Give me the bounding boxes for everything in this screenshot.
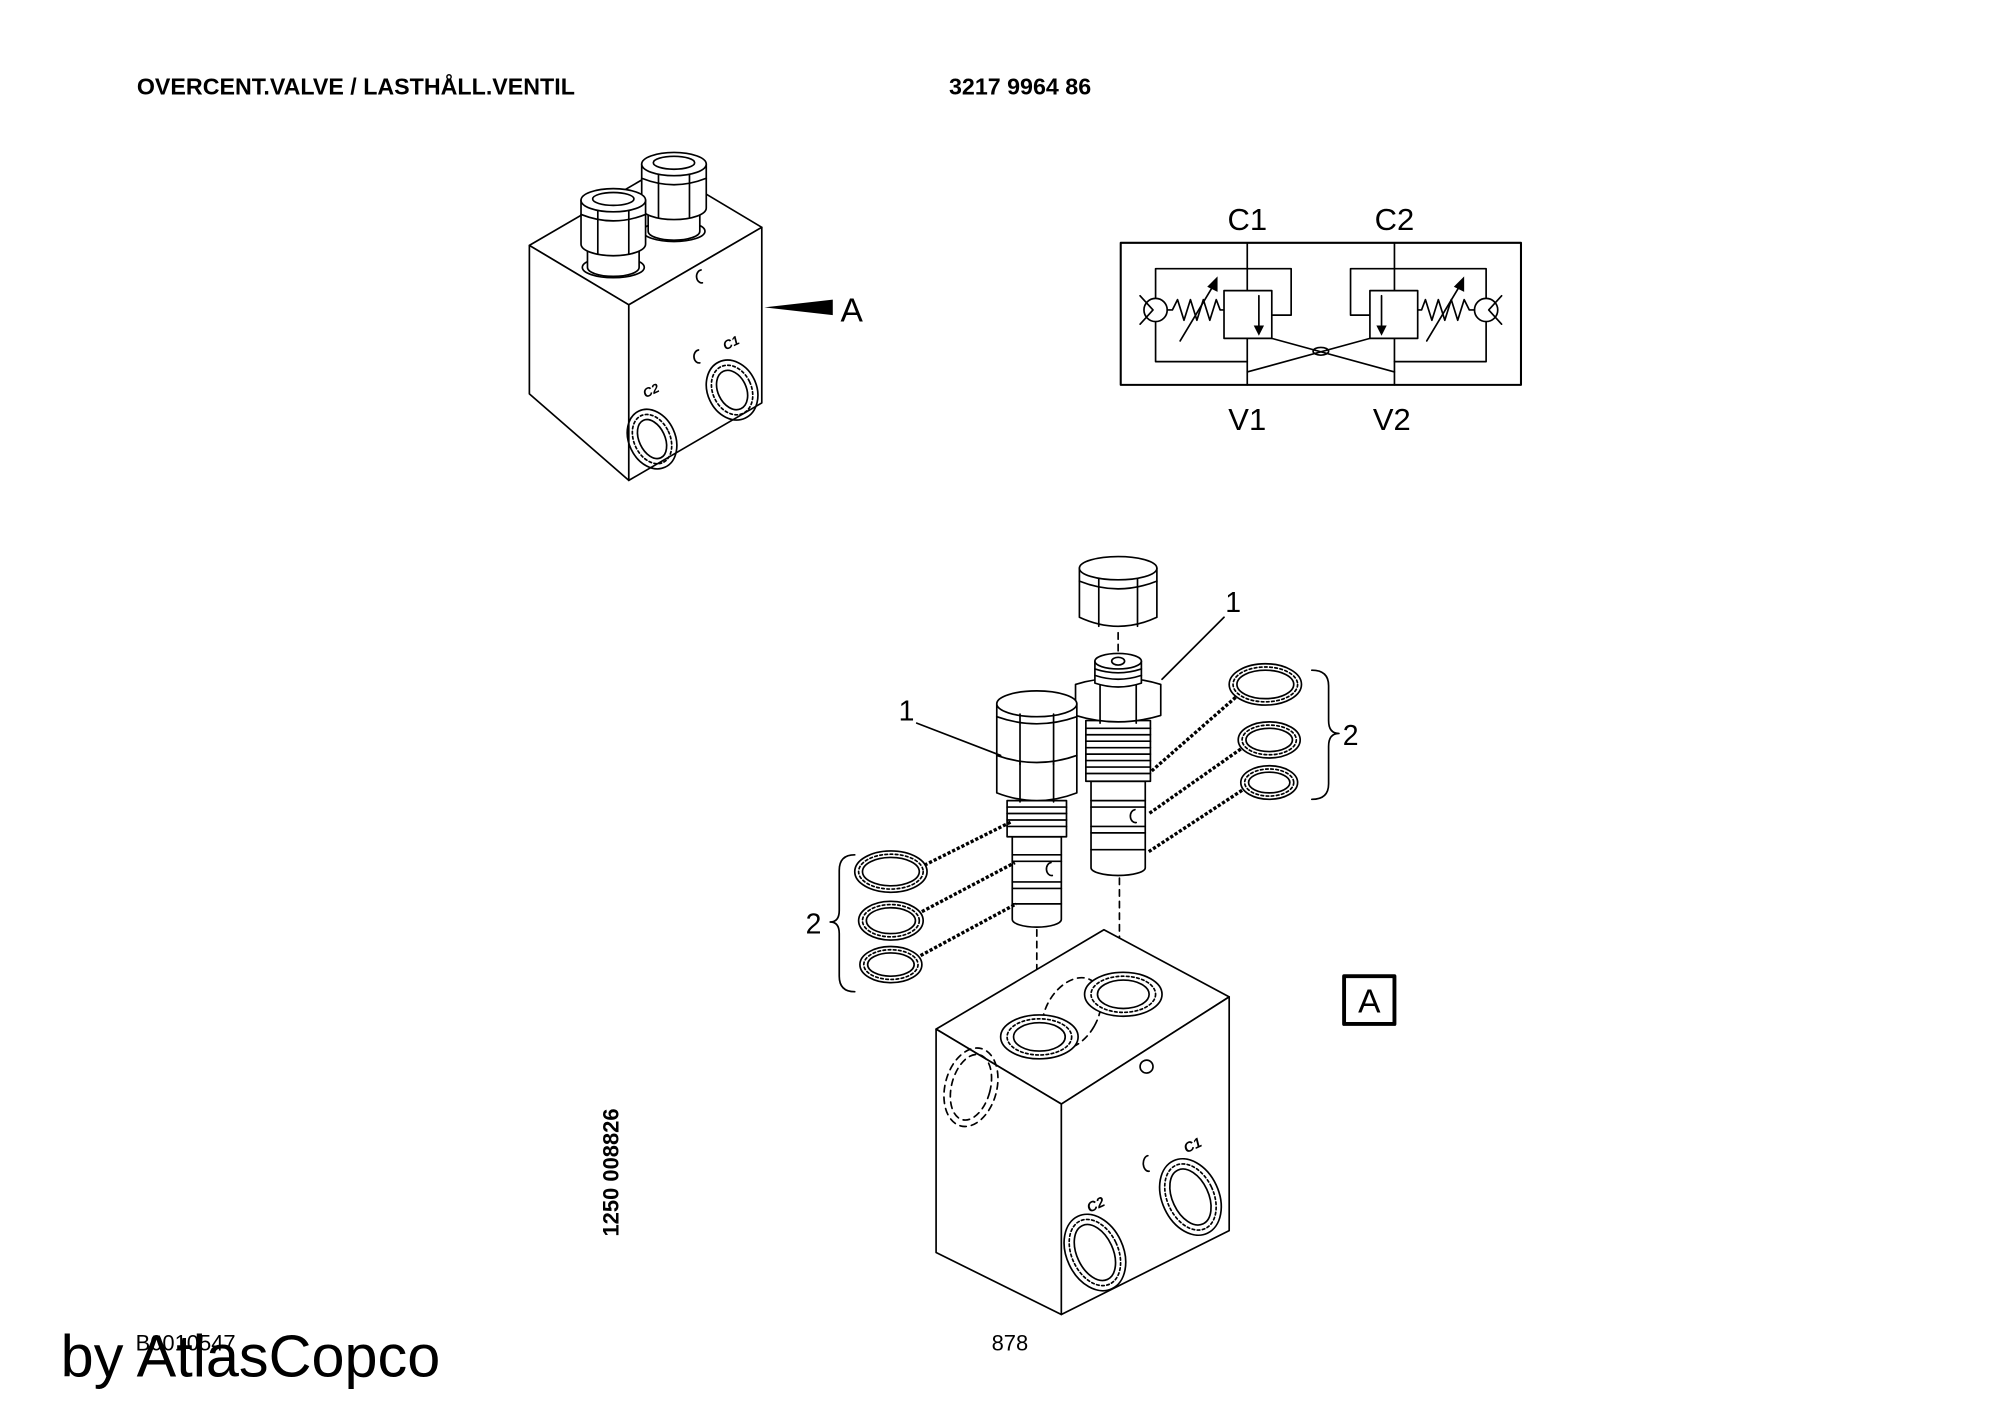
port-c1-bore <box>705 359 759 421</box>
hidden-bore <box>943 1047 999 1128</box>
cross-hole-mark <box>695 269 704 284</box>
cross-hole-mark <box>693 349 701 364</box>
pilot-line-right <box>1246 337 1371 373</box>
callout-cartridge-upper: 1 <box>1225 587 1241 619</box>
overview-valve-block: C1 C2 <box>528 151 763 482</box>
seal-leader <box>1150 696 1237 773</box>
view-arrow-label: A <box>841 293 864 330</box>
part-number: 3217 9964 86 <box>949 73 1091 99</box>
seal-leader <box>1146 788 1244 854</box>
page-title: OVERCENT.VALVE / LASTHÅLL.VENTIL <box>137 72 575 99</box>
manifold-block: C1 C2 <box>935 928 1231 1316</box>
left-circuit-loop <box>1154 267 1292 363</box>
image-reference: B0010547 <box>136 1331 236 1356</box>
cartridge-valve-lower <box>995 690 1078 928</box>
block-right-face <box>1060 996 1231 1316</box>
port-label-c2: C2 <box>640 380 662 401</box>
seal-leader <box>921 861 1016 914</box>
o-ring <box>853 850 928 894</box>
check-valve-right <box>1473 297 1499 323</box>
o-ring <box>1237 721 1302 759</box>
right-circuit-loop <box>1349 267 1487 363</box>
schematic-label-c2: C2 <box>1375 202 1415 237</box>
seal-leader <box>923 819 1014 867</box>
bracket-seals-left <box>829 853 856 993</box>
page-number: 878 <box>992 1331 1029 1356</box>
adjust-arrow-right <box>1425 282 1463 342</box>
spring-left <box>1166 298 1225 322</box>
hex-fitting <box>640 151 708 243</box>
callout-cartridge-lower: 1 <box>899 696 915 728</box>
hex-fitting <box>580 187 647 279</box>
schematic-label-c1: C1 <box>1227 202 1267 237</box>
hex-cap <box>1078 555 1158 628</box>
hydraulic-schematic: C1 C2 V1 V2 <box>1119 202 1523 437</box>
schematic-frame <box>1119 241 1523 386</box>
top-port <box>1083 971 1163 1018</box>
view-label: A <box>1358 983 1381 1020</box>
seal-leader <box>1148 747 1242 815</box>
o-ring <box>857 900 925 941</box>
port-c2-bore <box>626 408 678 470</box>
callout-seals-left: 2 <box>806 909 822 941</box>
schematic-label-v2: V2 <box>1373 402 1411 437</box>
pilot-crossing <box>1312 346 1330 356</box>
cross-hole-mark <box>1139 1059 1154 1074</box>
cross-hole-mark <box>1142 1154 1150 1173</box>
exploded-view: 1 1 2 2 <box>806 555 1397 1316</box>
pilot-line-left <box>1270 337 1396 373</box>
port-c2-bore <box>1063 1213 1127 1292</box>
callout-leader <box>1161 616 1225 681</box>
port-label-c1: C1 <box>1181 1135 1204 1157</box>
top-port <box>999 1014 1079 1060</box>
valve-right <box>1369 289 1419 340</box>
spring-right <box>1416 298 1476 322</box>
bracket-seals-right <box>1310 669 1340 801</box>
port-c1-bore <box>1158 1157 1223 1237</box>
view-arrow <box>764 299 833 316</box>
view-label-box <box>1342 974 1397 1026</box>
o-ring <box>859 945 923 984</box>
adjust-arrow-left <box>1179 282 1216 342</box>
schematic-label-v1: V1 <box>1228 402 1266 437</box>
port-label-c2: C2 <box>1084 1194 1107 1216</box>
o-ring <box>1239 764 1299 801</box>
callout-leader <box>915 722 1002 757</box>
o-ring <box>1228 662 1303 706</box>
callout-seals-right: 2 <box>1343 720 1359 752</box>
port-label-c1: C1 <box>720 332 741 353</box>
check-valve-left <box>1143 297 1169 323</box>
seal-leader <box>919 902 1017 958</box>
valve-left <box>1223 289 1273 340</box>
cartridge-valve-upper <box>1074 652 1162 877</box>
watermark: by AtlasCopco <box>61 1322 441 1389</box>
drawing-number: 1250 008826 <box>598 1108 623 1236</box>
